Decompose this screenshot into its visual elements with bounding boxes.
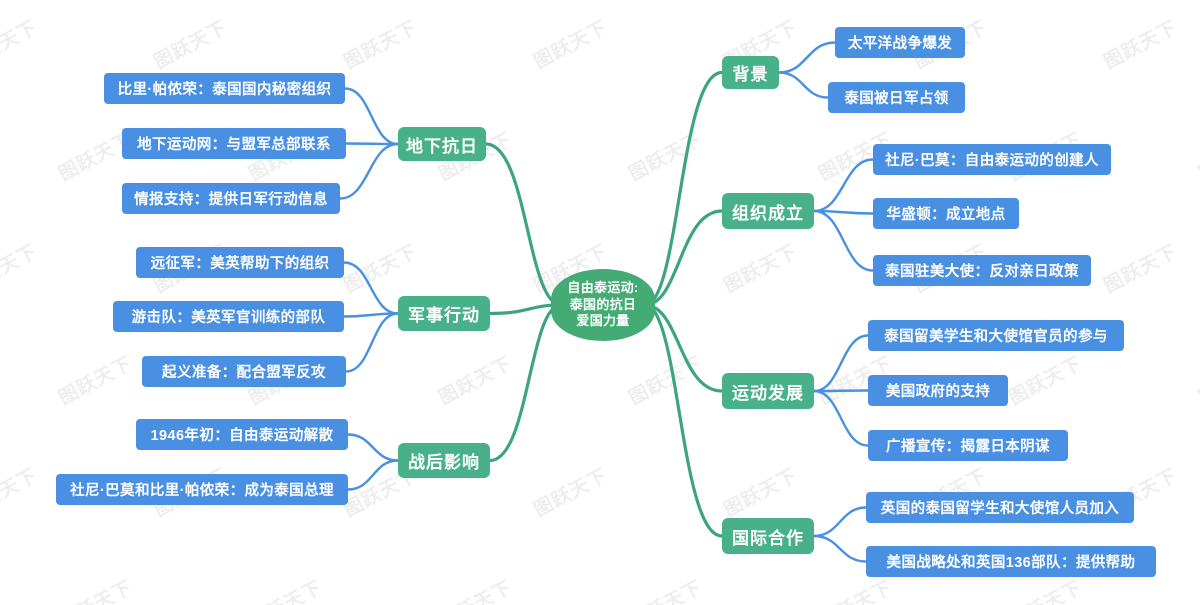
edge-branch-1-to-leaf-1 [777, 41, 837, 74]
edge-branch-3-to-leaf-2 [812, 389, 870, 393]
edge-root-to-branch-5 [484, 142, 563, 307]
branch-node-5[interactable]: 地下抗日 [398, 127, 486, 161]
leaf-node-7-1[interactable]: 1946年初：自由泰运动解散 [136, 419, 348, 450]
edge-branch-3-to-leaf-1 [812, 334, 870, 393]
edge-branch-5-to-leaf-1 [343, 87, 400, 146]
leaf-node-2-2[interactable]: 华盛顿：成立地点 [873, 198, 1019, 229]
edge-branch-7-to-leaf-2 [346, 459, 400, 491]
leaf-node-1-2[interactable]: 泰国被日军占领 [828, 82, 965, 113]
leaf-node-6-3[interactable]: 起义准备：配合盟军反攻 [142, 356, 346, 387]
leaf-node-6-2[interactable]: 游击队：美英军官训练的部队 [113, 301, 344, 332]
branch-node-1[interactable]: 背景 [722, 56, 779, 89]
edge-branch-1-to-leaf-2 [777, 71, 830, 99]
edge-branch-4-to-leaf-1 [812, 506, 868, 538]
root-node-line-1: 自由泰运动: [567, 280, 639, 296]
edge-branch-5-to-leaf-3 [338, 142, 400, 200]
edge-branch-6-to-leaf-3 [344, 312, 400, 373]
edge-root-to-branch-1 [643, 70, 724, 307]
edge-root-to-branch-4 [643, 303, 724, 538]
leaf-node-3-2[interactable]: 美国政府的支持 [868, 375, 1008, 406]
root-node[interactable]: 自由泰运动: 泰国的抗日 爱国力量 [551, 269, 655, 341]
branch-node-2[interactable]: 组织成立 [722, 193, 814, 229]
edge-root-to-branch-2 [643, 209, 724, 307]
branch-node-4[interactable]: 国际合作 [722, 518, 814, 554]
leaf-node-5-2[interactable]: 地下运动网：与盟军总部联系 [122, 128, 346, 159]
leaf-node-3-3[interactable]: 广播宣传：揭露日本阴谋 [868, 430, 1068, 461]
edge-branch-3-to-leaf-3 [812, 389, 870, 447]
branch-node-6[interactable]: 军事行动 [398, 296, 490, 331]
root-node-line-3: 爱国力量 [576, 313, 630, 329]
leaf-node-4-2[interactable]: 美国战略处和英国136部队：提供帮助 [866, 546, 1156, 577]
leaf-node-2-3[interactable]: 泰国驻美大使：反对亲日政策 [873, 255, 1091, 286]
edge-branch-7-to-leaf-1 [346, 433, 400, 462]
leaf-node-3-1[interactable]: 泰国留美学生和大使馆官员的参与 [868, 320, 1124, 351]
leaf-node-4-1[interactable]: 英国的泰国留学生和大使馆人员加入 [866, 492, 1134, 523]
branch-node-3[interactable]: 运动发展 [722, 373, 814, 409]
leaf-node-7-2[interactable]: 社尼·巴莫和比里·帕侬荣：成为泰国总理 [56, 474, 348, 505]
edge-branch-2-to-leaf-3 [812, 209, 875, 272]
edge-branch-6-to-leaf-1 [342, 261, 400, 315]
leaf-node-6-1[interactable]: 远征军：美英帮助下的组织 [136, 247, 344, 278]
edge-root-to-branch-3 [643, 303, 724, 393]
leaf-node-5-3[interactable]: 情报支持：提供日军行动信息 [122, 183, 340, 214]
leaf-node-1-1[interactable]: 太平洋战争爆发 [835, 27, 965, 58]
edge-branch-2-to-leaf-1 [812, 158, 875, 213]
root-node-line-2: 泰国的抗日 [569, 296, 637, 312]
edge-root-to-branch-7 [488, 303, 563, 463]
edge-branch-4-to-leaf-2 [812, 534, 868, 563]
leaf-node-5-1[interactable]: 比里·帕侬荣：泰国国内秘密组织 [104, 73, 345, 104]
leaf-node-2-1[interactable]: 社尼·巴莫：自由泰运动的创建人 [873, 144, 1111, 175]
branch-node-7[interactable]: 战后影响 [398, 443, 490, 478]
edge-branch-5-to-leaf-2 [344, 142, 400, 146]
